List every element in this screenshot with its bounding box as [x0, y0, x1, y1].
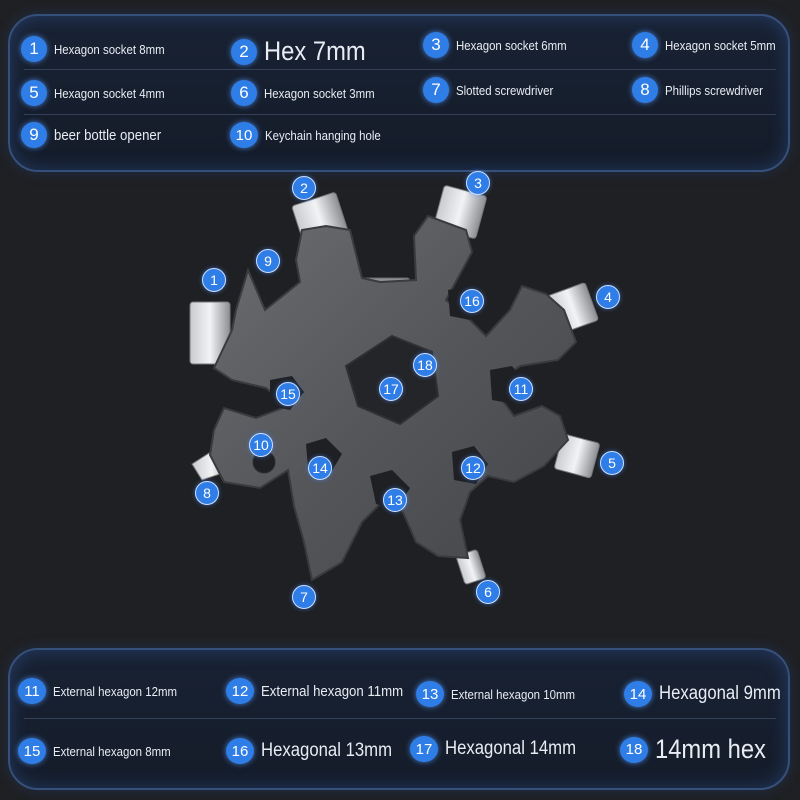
number-badge: 1	[21, 36, 47, 62]
legend-label: Slotted screwdriver	[456, 82, 554, 98]
legend-item-5: 5 Hexagon socket 4mm	[21, 80, 180, 106]
number-badge: 12	[226, 678, 254, 704]
number-badge: 11	[18, 678, 46, 704]
marker-10: 10	[249, 433, 273, 457]
number-badge: 18	[620, 736, 648, 763]
legend-item-7: 7 Slotted screwdriver	[423, 77, 567, 103]
legend-label: beer bottle opener	[54, 126, 162, 144]
legend-label: Hexagon socket 5mm	[665, 37, 776, 53]
legend-label: Hexagonal 14mm	[445, 738, 577, 759]
legend-item-15: 15 External hexagon 8mm	[18, 738, 187, 764]
legend-label: Keychain hanging hole	[265, 127, 381, 143]
marker-11: 11	[509, 377, 533, 401]
number-badge: 5	[21, 80, 47, 106]
legend-divider	[24, 69, 776, 70]
legend-item-17: 17 Hexagonal 14mm	[410, 736, 594, 762]
legend-panel-top	[8, 14, 790, 172]
legend-label: External hexagon 12mm	[53, 683, 178, 699]
legend-divider	[24, 718, 776, 719]
marker-7: 7	[292, 585, 316, 609]
legend-item-11: 11 External hexagon 12mm	[18, 678, 194, 704]
legend-item-8: 8 Phillips screwdriver	[632, 77, 776, 103]
marker-8: 8	[195, 481, 219, 505]
legend-label: Hexagon socket 3mm	[264, 85, 375, 101]
legend-item-16: 16 Hexagonal 13mm	[226, 738, 410, 764]
legend-divider	[24, 114, 776, 115]
marker-14: 14	[308, 456, 332, 480]
legend-label: External hexagon 11mm	[261, 682, 404, 700]
number-badge: 17	[410, 736, 438, 762]
marker-9: 9	[256, 249, 280, 273]
marker-2: 2	[292, 176, 316, 200]
legend-item-4: 4 Hexagon socket 5mm	[632, 32, 791, 58]
legend-label: Hexagonal 13mm	[261, 740, 393, 761]
legend-label: Hexagon socket 6mm	[456, 37, 567, 53]
legend-item-13: 13 External hexagon 10mm	[416, 681, 592, 707]
legend-item-2: 2 Hex 7mm	[231, 36, 380, 67]
marker-3: 3	[466, 171, 490, 195]
marker-5: 5	[600, 451, 624, 475]
marker-12: 12	[461, 456, 485, 480]
legend-item-9: 9 beer bottle opener	[21, 122, 176, 148]
number-badge: 7	[423, 77, 449, 103]
number-badge: 4	[632, 32, 658, 58]
marker-18: 18	[413, 353, 437, 377]
marker-15: 15	[276, 382, 300, 406]
number-badge: 8	[632, 77, 658, 103]
number-badge: 6	[231, 80, 257, 106]
legend-label: Hexagon socket 8mm	[54, 41, 165, 57]
marker-17: 17	[379, 377, 403, 401]
legend-item-18: 18 14mm hex	[620, 734, 781, 765]
legend-label: Hexagonal 9mm	[659, 683, 781, 704]
number-badge: 13	[416, 681, 444, 707]
number-badge: 15	[18, 738, 46, 764]
number-badge: 16	[226, 738, 254, 764]
legend-item-3: 3 Hexagon socket 6mm	[423, 32, 582, 58]
number-badge: 3	[423, 32, 449, 58]
legend-item-6: 6 Hexagon socket 3mm	[231, 80, 390, 106]
number-badge: 9	[21, 122, 47, 148]
legend-panel-bottom	[8, 648, 790, 790]
legend-item-12: 12 External hexagon 11mm	[226, 678, 422, 704]
snowflake-multitool-illustration	[189, 185, 600, 585]
marker-13: 13	[383, 488, 407, 512]
marker-1: 1	[202, 268, 226, 292]
number-badge: 14	[624, 681, 652, 707]
number-badge: 10	[230, 122, 258, 148]
legend-label: Hex 7mm	[264, 36, 366, 66]
legend-label: External hexagon 10mm	[451, 686, 576, 702]
legend-item-1: 1 Hexagon socket 8mm	[21, 36, 180, 62]
legend-label: 14mm hex	[655, 734, 766, 764]
number-badge: 2	[231, 38, 257, 65]
legend-item-14: 14 Hexagonal 9mm	[624, 681, 797, 707]
marker-4: 4	[596, 285, 620, 309]
legend-item-10: 10 Keychain hanging hole	[230, 122, 397, 148]
legend-label: Phillips screwdriver	[665, 82, 763, 98]
marker-16: 16	[460, 289, 484, 313]
legend-label: External hexagon 8mm	[53, 743, 171, 759]
legend-label: Hexagon socket 4mm	[54, 85, 165, 101]
marker-6: 6	[476, 580, 500, 604]
